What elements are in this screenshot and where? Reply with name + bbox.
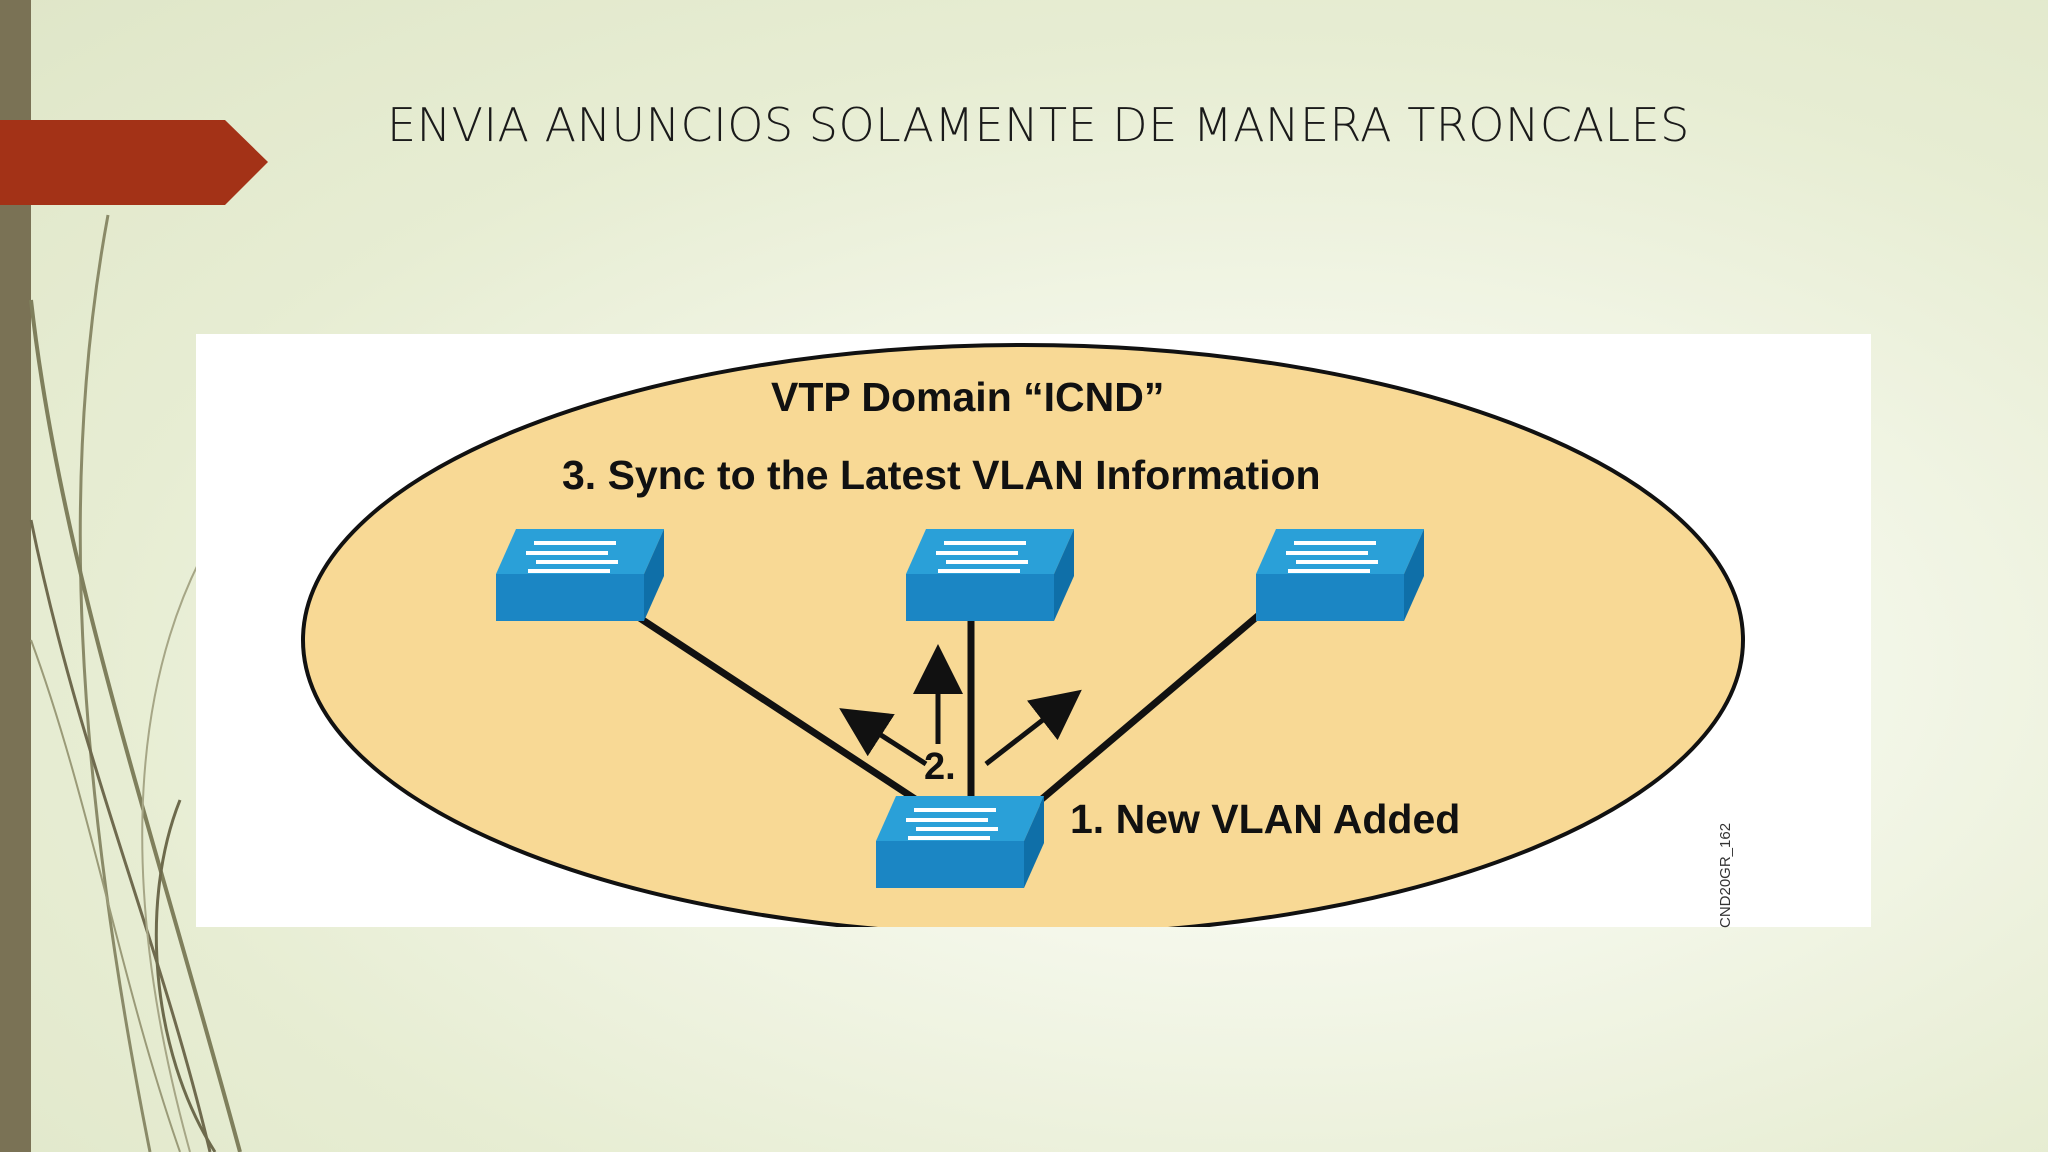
vtp-domain-graphic xyxy=(301,343,1745,927)
vtp-domain-ellipse xyxy=(301,343,1745,927)
slide-title: ENVIA ANUNCIOS SOLAMENTE DE MANERA TRONC… xyxy=(387,98,1690,152)
title-accent-arrow xyxy=(0,120,268,205)
trunk-link-left xyxy=(624,606,943,819)
new-vlan-step-label: 1. New VLAN Added xyxy=(1070,796,1461,842)
advert-arrow-right xyxy=(984,689,1082,766)
advert-arrow-left xyxy=(839,708,928,767)
switch-icon xyxy=(906,529,1074,621)
sync-step-label: 3. Sync to the Latest VLAN Information xyxy=(562,452,1321,498)
switch-icon xyxy=(876,796,1044,888)
switch-icon xyxy=(496,529,664,621)
vtp-domain-label: VTP Domain “ICND” xyxy=(771,374,1165,420)
switch-icon xyxy=(1256,529,1424,621)
advertise-step-label: 2. xyxy=(924,746,956,788)
figure-code-label: CND20GR_162 xyxy=(1717,822,1734,928)
trunk-link-right xyxy=(1033,606,1269,807)
decorative-swirls xyxy=(29,214,242,1152)
vtp-diagram: VTP Domain “ICND” 3. Sync to the Latest … xyxy=(196,334,1871,928)
